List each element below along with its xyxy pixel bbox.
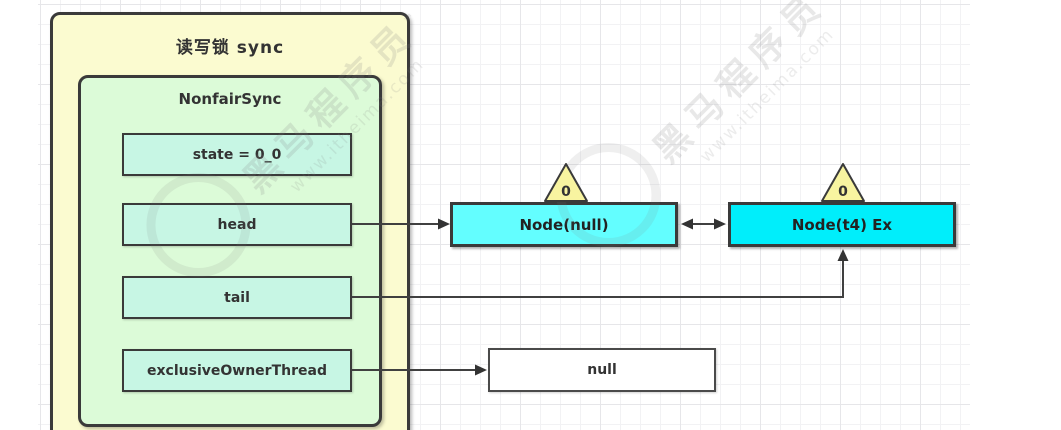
node-null-box: Node(null) xyxy=(450,202,678,247)
nonfairsync-title: NonfairSync xyxy=(178,90,282,108)
field-head: head xyxy=(122,203,352,246)
sync-container-title: 读写锁 sync xyxy=(175,38,285,58)
field-exclusive-owner-thread: exclusiveOwnerThread xyxy=(122,349,352,392)
nonfairsync-box: NonfairSync state = 0_0 head tail exclus… xyxy=(78,75,382,427)
field-state: state = 0_0 xyxy=(122,133,352,176)
owner-null-box: null xyxy=(488,348,716,392)
node-t4-ex-box: Node(t4) Ex xyxy=(728,202,956,247)
field-tail: tail xyxy=(122,276,352,319)
